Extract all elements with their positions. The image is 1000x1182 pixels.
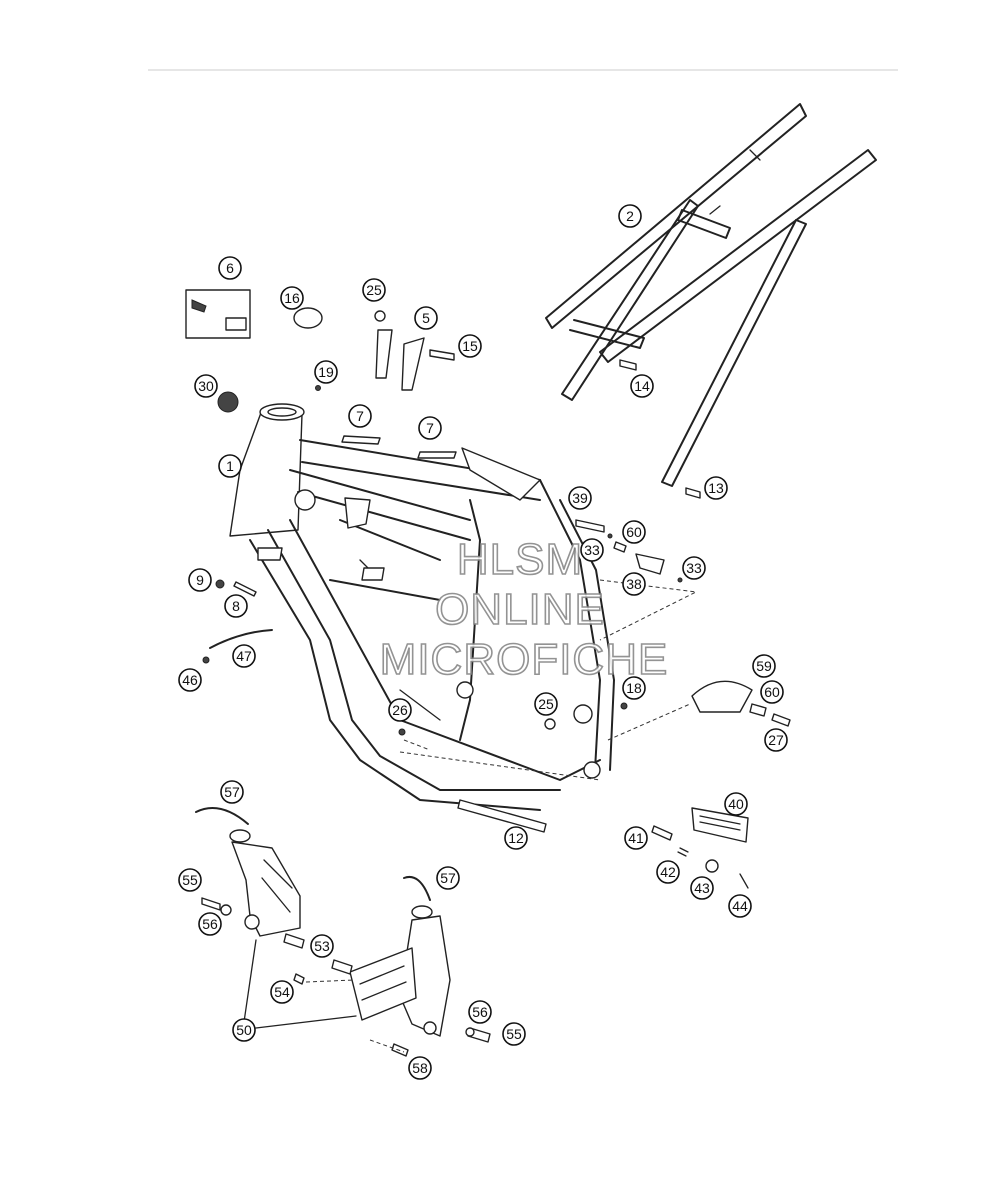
callout-5: 5 bbox=[414, 306, 438, 330]
frame-guards-drawing bbox=[195, 807, 491, 1057]
watermark-line-2: ONLINE bbox=[435, 585, 605, 634]
svg-text:5: 5 bbox=[422, 310, 430, 326]
svg-text:13: 13 bbox=[708, 480, 724, 496]
callout-55b: 55 bbox=[502, 1022, 526, 1046]
svg-text:59: 59 bbox=[756, 658, 772, 674]
svg-text:7: 7 bbox=[356, 408, 364, 424]
callout-54: 54 bbox=[270, 980, 294, 1004]
watermark-line-1: HLSM bbox=[457, 535, 583, 584]
callout-7a: 7 bbox=[348, 404, 372, 428]
small-parts-drawing bbox=[185, 289, 791, 889]
watermark-line-3: MICROFICHE bbox=[380, 635, 669, 684]
callout-47: 47 bbox=[232, 644, 256, 668]
svg-text:15: 15 bbox=[462, 338, 478, 354]
callout-27: 27 bbox=[764, 728, 788, 752]
callout-15: 15 bbox=[458, 334, 482, 358]
callout-56b: 56 bbox=[468, 1000, 492, 1024]
callout-60b: 60 bbox=[760, 680, 784, 704]
callout-8: 8 bbox=[224, 594, 248, 618]
callout-40: 40 bbox=[724, 792, 748, 816]
svg-text:43: 43 bbox=[694, 880, 710, 896]
callout-57a: 57 bbox=[220, 780, 244, 804]
svg-text:55: 55 bbox=[506, 1026, 522, 1042]
callout-7b: 7 bbox=[418, 416, 442, 440]
callouts: 1 2 5 6 7 7 8 9 12 13 14 15 16 18 19 25 … bbox=[178, 204, 788, 1080]
svg-text:58: 58 bbox=[412, 1060, 428, 1076]
callout-41: 41 bbox=[624, 826, 648, 850]
callout-30: 30 bbox=[194, 374, 218, 398]
svg-text:33: 33 bbox=[584, 542, 600, 558]
svg-text:38: 38 bbox=[626, 576, 642, 592]
callout-6: 6 bbox=[218, 256, 242, 280]
callout-12: 12 bbox=[504, 826, 528, 850]
svg-text:41: 41 bbox=[628, 830, 644, 846]
svg-text:60: 60 bbox=[626, 524, 642, 540]
svg-text:56: 56 bbox=[472, 1004, 488, 1020]
svg-text:30: 30 bbox=[198, 378, 214, 394]
callout-38: 38 bbox=[622, 572, 646, 596]
main-frame-drawing bbox=[229, 403, 615, 811]
callout-42: 42 bbox=[656, 860, 680, 884]
callout-58: 58 bbox=[408, 1056, 432, 1080]
callout-19: 19 bbox=[314, 360, 338, 384]
callout-60a: 60 bbox=[622, 520, 646, 544]
svg-text:2: 2 bbox=[626, 208, 634, 224]
callout-50: 50 bbox=[232, 1018, 256, 1042]
callout-53: 53 bbox=[310, 934, 334, 958]
callout-18: 18 bbox=[622, 676, 646, 700]
svg-text:7: 7 bbox=[426, 420, 434, 436]
svg-text:57: 57 bbox=[440, 870, 456, 886]
svg-text:19: 19 bbox=[318, 364, 334, 380]
callout-9: 9 bbox=[188, 568, 212, 592]
svg-text:55: 55 bbox=[182, 872, 198, 888]
callout-44: 44 bbox=[728, 894, 752, 918]
callout-46: 46 bbox=[178, 668, 202, 692]
svg-text:56: 56 bbox=[202, 916, 218, 932]
svg-text:53: 53 bbox=[314, 938, 330, 954]
callout-43: 43 bbox=[690, 876, 714, 900]
svg-text:47: 47 bbox=[236, 648, 252, 664]
subframe-drawing bbox=[545, 103, 877, 487]
svg-text:6: 6 bbox=[226, 260, 234, 276]
svg-text:44: 44 bbox=[732, 898, 748, 914]
svg-text:25: 25 bbox=[538, 696, 554, 712]
svg-text:8: 8 bbox=[232, 598, 240, 614]
callout-13: 13 bbox=[704, 476, 728, 500]
callout-57b: 57 bbox=[436, 866, 460, 890]
callout-55a: 55 bbox=[178, 868, 202, 892]
callout-39: 39 bbox=[568, 486, 592, 510]
svg-text:14: 14 bbox=[634, 378, 650, 394]
svg-text:39: 39 bbox=[572, 490, 588, 506]
svg-text:1: 1 bbox=[226, 458, 234, 474]
svg-text:26: 26 bbox=[392, 702, 408, 718]
svg-text:33: 33 bbox=[686, 560, 702, 576]
callout-33a: 33 bbox=[580, 538, 604, 562]
svg-text:40: 40 bbox=[728, 796, 744, 812]
svg-text:16: 16 bbox=[284, 290, 300, 306]
svg-text:42: 42 bbox=[660, 864, 676, 880]
svg-text:54: 54 bbox=[274, 984, 290, 1000]
callout-25a: 25 bbox=[362, 278, 386, 302]
callout-1: 1 bbox=[218, 454, 242, 478]
callout-14: 14 bbox=[630, 374, 654, 398]
svg-text:57: 57 bbox=[224, 784, 240, 800]
svg-text:46: 46 bbox=[182, 672, 198, 688]
callout-33b: 33 bbox=[682, 556, 706, 580]
svg-text:25: 25 bbox=[366, 282, 382, 298]
callout-25b: 25 bbox=[534, 692, 558, 716]
svg-text:18: 18 bbox=[626, 680, 642, 696]
watermark: HLSM ONLINE MICROFICHE bbox=[379, 534, 669, 685]
svg-text:60: 60 bbox=[764, 684, 780, 700]
callout-16: 16 bbox=[280, 286, 304, 310]
callout-2: 2 bbox=[618, 204, 642, 228]
svg-text:12: 12 bbox=[508, 830, 524, 846]
svg-text:50: 50 bbox=[236, 1022, 252, 1038]
callout-56a: 56 bbox=[198, 912, 222, 936]
callout-26: 26 bbox=[388, 698, 412, 722]
svg-text:27: 27 bbox=[768, 732, 784, 748]
svg-text:9: 9 bbox=[196, 572, 204, 588]
callout-59: 59 bbox=[752, 654, 776, 678]
